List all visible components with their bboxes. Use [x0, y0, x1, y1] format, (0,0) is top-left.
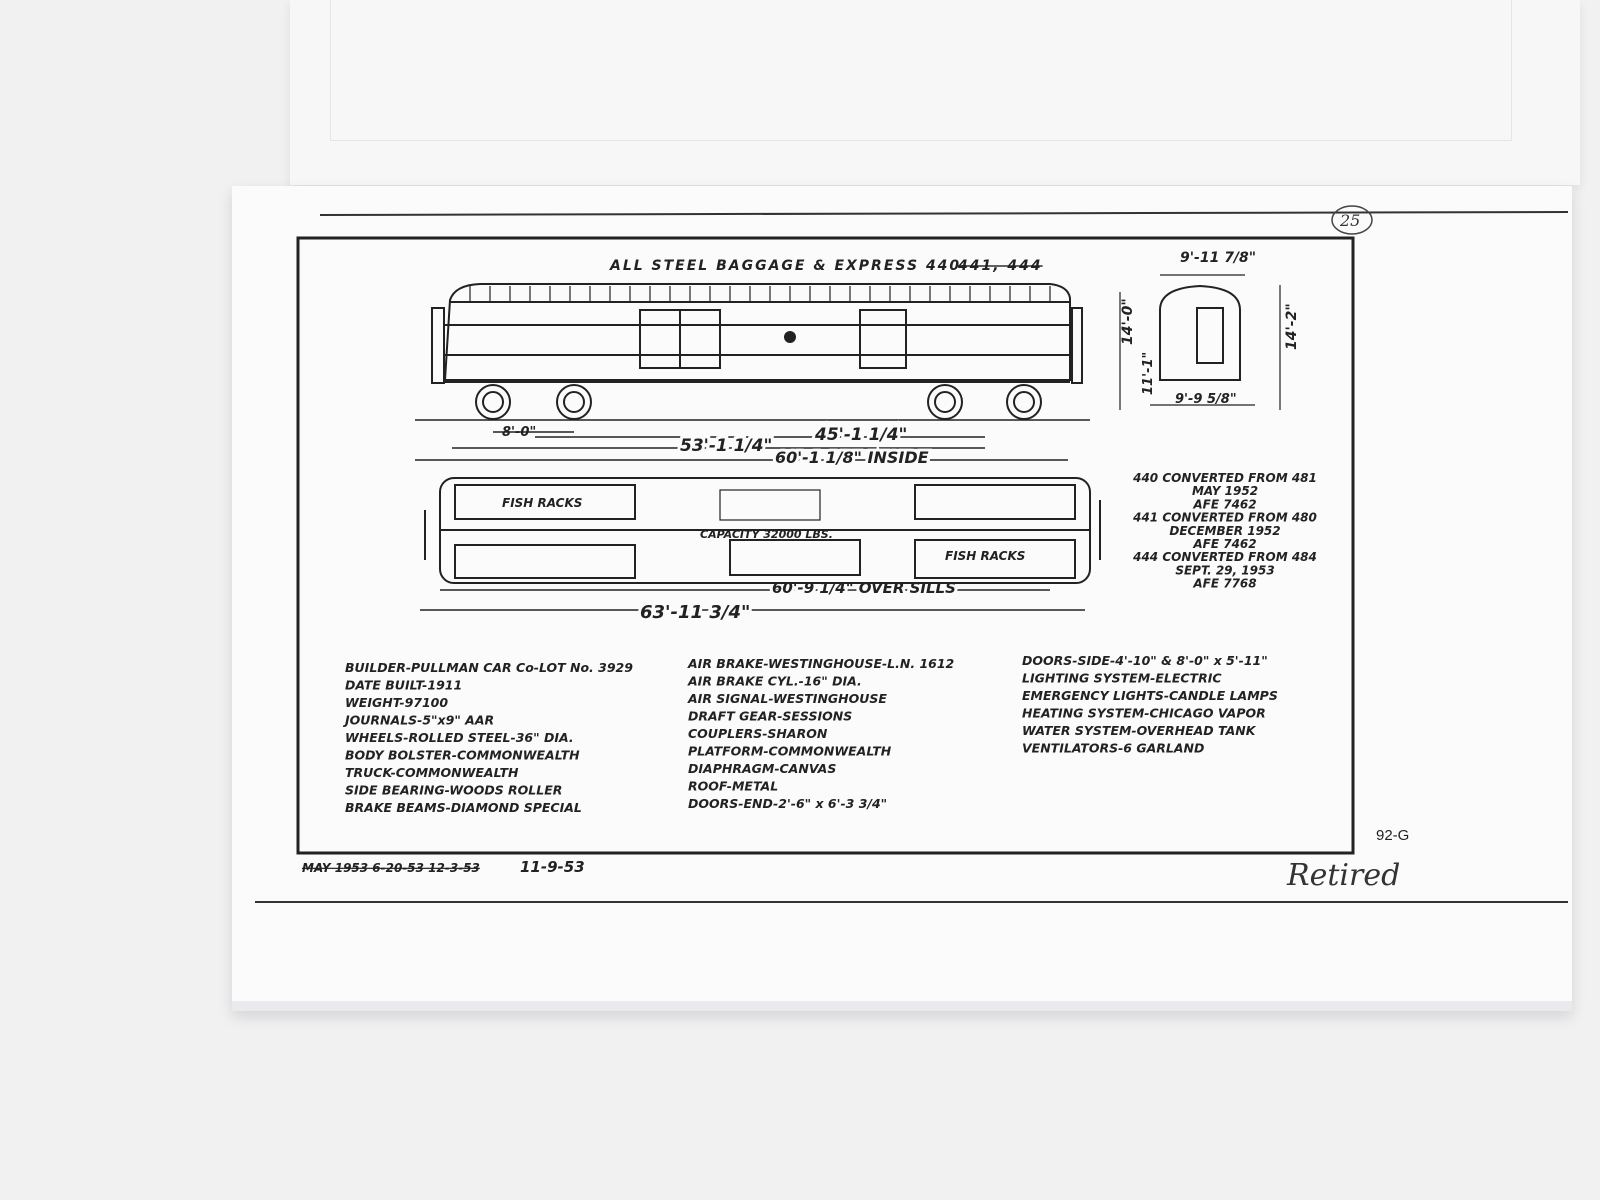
- text-line: WATER SYSTEM-OVERHEAD TANK: [1022, 723, 1257, 738]
- previous-page-faded-drawing: [330, 0, 1512, 141]
- text-line: MAY 1952: [1192, 484, 1258, 498]
- dim-truck-wheelbase: 8'-0": [502, 425, 536, 440]
- dim-end-inner-height: 11'-1": [1141, 352, 1156, 395]
- end-elevation: [1119, 274, 1281, 410]
- text-line: AIR SIGNAL-WESTINGHOUSE: [687, 691, 887, 706]
- text-line: VENTILATORS-6 GARLAND: [1022, 741, 1204, 756]
- text-line: BRAKE BEAMS-DIAMOND SPECIAL: [345, 800, 582, 815]
- text-line: 444 CONVERTED FROM 484: [1132, 550, 1317, 564]
- text-line: AIR BRAKE-WESTINGHOUSE-L.N. 1612: [687, 656, 954, 671]
- top-rule: [319, 211, 1569, 216]
- revision-struck: MAY 1953 6-20-53 12-3-53: [302, 861, 480, 875]
- label-fish-racks-left: FISH RACKS: [502, 496, 582, 510]
- text-line: AFE 7768: [1192, 577, 1256, 591]
- text-line: LIGHTING SYSTEM-ELECTRIC: [1022, 671, 1222, 686]
- dim-end-width-bottom: 9'-9 5/8": [1175, 392, 1237, 407]
- dim-end-height-left: 14'-0": [1120, 298, 1136, 345]
- text-line: PLATFORM-COMMONWEALTH: [688, 744, 892, 759]
- revision-date: 11-9-53: [520, 858, 585, 876]
- drawing-frame: [296, 236, 1355, 855]
- text-line: JOURNALS-5"x9" AAR: [342, 713, 494, 728]
- plan-view: [424, 477, 1101, 584]
- text-line: 441 CONVERTED FROM 480: [1132, 511, 1317, 525]
- text-line: DECEMBER 1952: [1169, 524, 1280, 538]
- text-line: 440 CONVERTED FROM 481: [1132, 471, 1317, 485]
- text-line: BODY BOLSTER-COMMONWEALTH: [345, 748, 580, 763]
- dim-end-height-right: 14'-2": [1284, 303, 1300, 350]
- text-line: ROOF-METAL: [688, 779, 778, 794]
- handwritten-note: Retired: [1286, 858, 1400, 893]
- specs-column-3: DOORS-SIDE-4'-10" & 8'-0" x 5'-11" LIGHTI…: [1022, 653, 1278, 756]
- dim-inside-length: 60'-1 1/8" INSIDE: [775, 448, 929, 467]
- text-line: HEATING SYSTEM-CHICAGO VAPOR: [1022, 706, 1266, 721]
- text-line: DOORS-END-2'-6" x 6'-3 3/4": [688, 796, 887, 811]
- text-line: EMERGENCY LIGHTS-CANDLE LAMPS: [1022, 688, 1278, 703]
- dim-overall-length: 63'-11 3/4": [640, 602, 750, 623]
- text-line: AIR BRAKE CYL.-16" DIA.: [687, 674, 862, 689]
- label-capacity: CAPACITY 32000 LBS.: [700, 528, 833, 541]
- dim-over-sills: 60'-9 1/4" OVER SILLS: [772, 579, 956, 597]
- dim-truck-centers: 45'-1 1/4": [814, 425, 907, 445]
- specs-column-1: BUILDER-PULLMAN CAR Co-LOT No. 3929DATE …: [342, 660, 633, 815]
- page-number: 25: [1339, 211, 1360, 230]
- text-line: DIAPHRAGM-CANVAS: [688, 761, 836, 776]
- text-line: SEPT. 29, 1953: [1175, 563, 1274, 577]
- dim-end-width-top: 9'-11 7/8": [1180, 250, 1256, 266]
- book-page: [232, 186, 1572, 1011]
- text-line: COUPLERS-SHARON: [688, 726, 828, 741]
- text-line: DOORS-SIDE-4'-10" & 8'-0" x 5'-11": [1022, 653, 1268, 668]
- text-line: WEIGHT-97100: [345, 695, 448, 710]
- page-number-circle: [1331, 205, 1373, 235]
- text-line: AFE 7462: [1192, 497, 1256, 511]
- drawing-title: ALL STEEL BAGGAGE & EXPRESS 440-: [609, 258, 969, 274]
- text-line: DRAFT GEAR-SESSIONS: [688, 709, 852, 724]
- drawing-number: 92-G: [1376, 827, 1409, 844]
- label-fish-racks-right: FISH RACKS: [945, 549, 1025, 563]
- side-elevation: [415, 283, 1090, 421]
- drawing-title-struck: 441, 444: [957, 258, 1043, 274]
- previous-page: [290, 0, 1580, 185]
- text-line: TRUCK-COMMONWEALTH: [345, 765, 519, 780]
- dimension-lines: [415, 431, 1085, 611]
- text-line: WHEELS-ROLLED STEEL-36" DIA.: [345, 730, 574, 745]
- text-line: AFE 7462: [1192, 537, 1256, 551]
- text-line: SIDE BEARING-WOODS ROLLER: [345, 783, 562, 798]
- text-line: DATE BUILT-1911: [345, 678, 462, 693]
- text-line: BUILDER-PULLMAN CAR Co-LOT No. 3929: [345, 660, 633, 675]
- dim-length-a: 53'-1 1/4": [680, 436, 772, 456]
